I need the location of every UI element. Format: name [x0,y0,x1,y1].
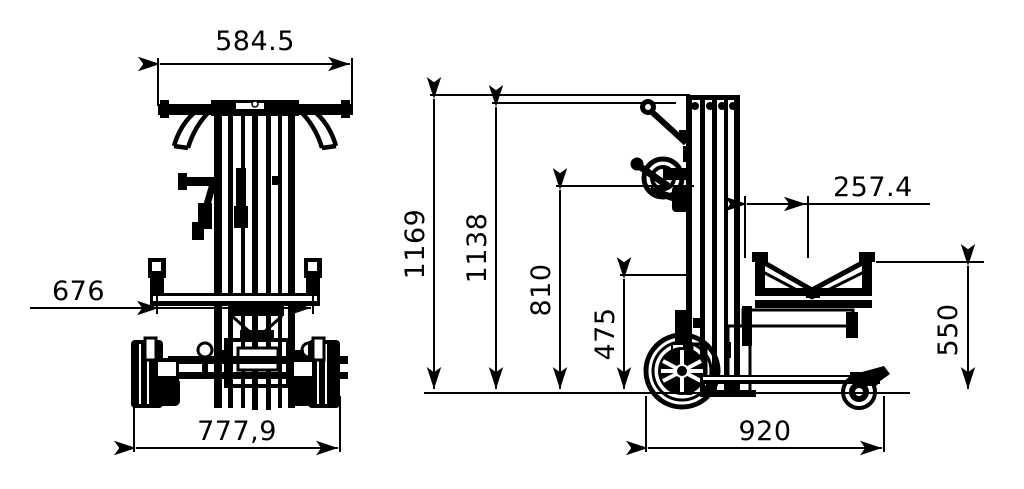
front-fork-arms [148,258,322,306]
front-crank-handle [178,173,219,240]
side-mast-column [686,95,740,395]
dimension-label-777-9: 777,9 [197,416,277,447]
front-view [131,100,353,410]
dimension-front-width-bottom [114,396,341,456]
dimension-label-1138: 1138 [462,213,493,284]
front-mast-clamp [234,168,281,228]
side-saddle-cradle [752,252,875,308]
front-mast-head [211,100,299,116]
dimension-side-saddle-width [725,196,930,258]
side-main-wheel [643,332,721,410]
dimension-label-676: 676 [52,276,105,307]
dimension-label-810: 810 [526,263,557,316]
side-winch-crank [630,156,692,212]
dimension-label-1169: 1169 [400,209,431,280]
dimension-label-584-5: 584.5 [215,26,295,57]
front-wheel-left [131,336,180,408]
dimension-label-550: 550 [933,303,964,356]
front-mast-column [214,104,295,410]
front-handlebar [158,100,353,151]
dimension-side-length-base [626,396,885,456]
dimension-label-475: 475 [590,307,621,360]
dimension-front-track-inner [30,280,314,316]
side-extension-lines [424,94,984,394]
dimension-front-width-top [138,56,353,106]
dimension-label-920: 920 [738,416,791,447]
front-wheel-right [290,336,340,408]
dimension-label-257-4: 257.4 [833,172,913,203]
